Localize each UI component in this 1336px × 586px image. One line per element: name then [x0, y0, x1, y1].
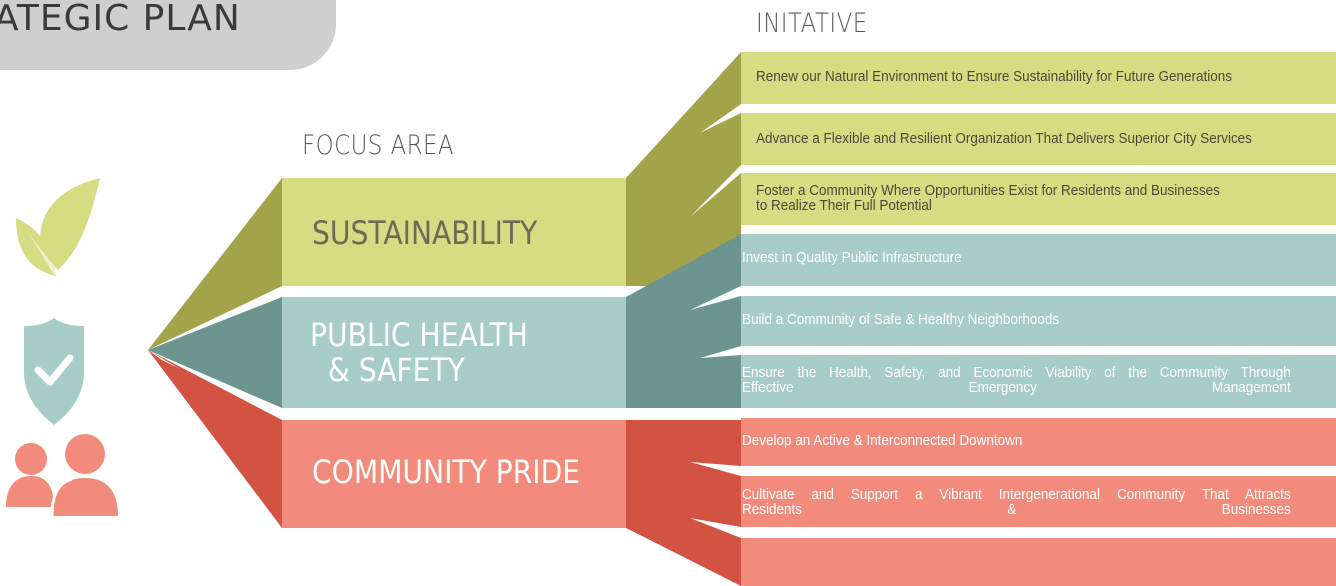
shield-check-icon — [24, 318, 84, 425]
people-icon — [6, 434, 118, 517]
focus-area-public-health-safety: PUBLIC HEALTH & SAFETY — [310, 316, 528, 389]
initiative-gap-8 — [690, 518, 741, 538]
initiative-header: INITATIVE — [756, 8, 868, 39]
initiative-label-4: Invest in Quality Public Infrastructure — [742, 250, 962, 266]
initiative-label-3: Foster a Community Where Opportunities E… — [756, 183, 1220, 214]
initiative-label-6: Ensure the Health, Safety, and Economic … — [742, 365, 1291, 396]
sustainability-connector — [626, 52, 741, 286]
initiative-bar-8 — [741, 476, 1336, 527]
initiative-label-1: Renew our Natural Environment to Ensure … — [756, 69, 1232, 85]
initiative-label-8: Cultivate and Support a Vibrant Intergen… — [742, 487, 1291, 518]
sustainability-fan — [148, 178, 282, 350]
initiative-gap-7 — [690, 462, 741, 476]
community-pride-connector — [626, 420, 741, 586]
community-pride-fan — [148, 350, 282, 528]
initiative-bar-6 — [741, 355, 1336, 408]
initiative-label-7: Develop an Active & Interconnected Downt… — [742, 433, 1023, 449]
title-banner — [0, 0, 336, 70]
public-health-fan — [148, 297, 282, 408]
community-pride-bar — [282, 420, 628, 528]
initiative-bar-9 — [741, 538, 1336, 586]
page-title: ATEGIC PLAN — [0, 0, 241, 39]
initiative-label-5: Build a Community of Safe & Healthy Neig… — [742, 312, 1060, 328]
initiative-bar-3 — [741, 173, 1336, 225]
initiative-bar-1-bg — [700, 104, 741, 133]
public-health-connector — [626, 234, 741, 408]
initiative-label-2: Advance a Flexible and Resilient Organiz… — [756, 131, 1252, 147]
initiative-bar-2 — [741, 113, 1336, 165]
public-health-bar — [282, 297, 628, 408]
initiative-gap-5 — [700, 346, 741, 358]
focus-area-sustainability: SUSTAINABILITY — [312, 214, 538, 252]
initiative-bar-2-bg — [690, 165, 741, 217]
initiative-bar-1 — [741, 52, 1336, 104]
initiative-bar-5 — [741, 296, 1336, 346]
initiative-bar-7 — [741, 418, 1336, 466]
focus-area-community-pride: COMMUNITY PRIDE — [312, 453, 581, 491]
focus-area-header: FOCUS AREA — [302, 130, 455, 161]
initiative-bar-4 — [741, 234, 1336, 286]
sustainability-bar — [282, 178, 628, 286]
community-pride-fan-top — [148, 350, 282, 430]
initiative-gap-4 — [690, 286, 741, 310]
leaf-icon — [16, 178, 100, 288]
